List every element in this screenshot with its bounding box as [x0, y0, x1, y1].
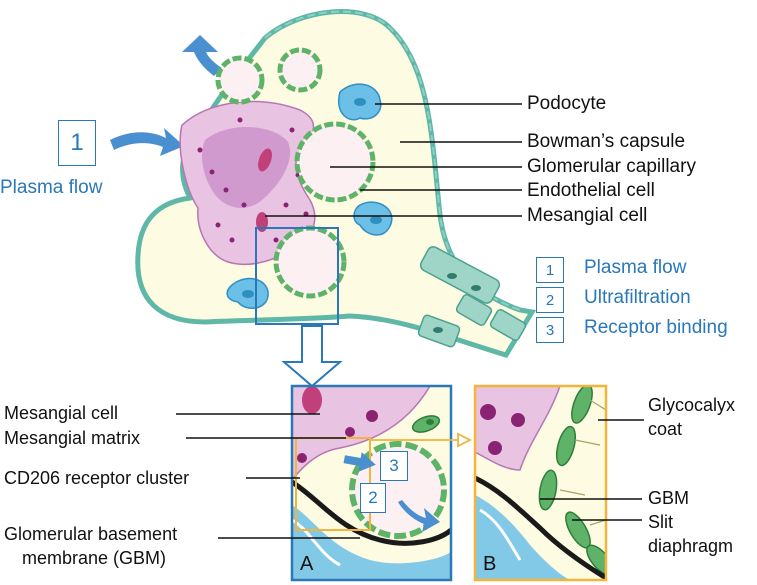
- plasma-flow-label: Plasma flow: [0, 177, 103, 198]
- panel-b-label-gbm: GBM: [648, 488, 690, 508]
- panel-a-frame: [290, 384, 453, 582]
- panel-b-illustration: [473, 384, 608, 582]
- efferent-arrow: [182, 35, 222, 76]
- receptor-arrow: [343, 452, 376, 472]
- label-bowmans-capsule: Bowman’s capsule: [527, 131, 686, 152]
- inset-connector-arrow: [370, 432, 473, 448]
- panel-a-label-gbm-line2: membrane (GBM): [22, 548, 167, 568]
- filtration-arrow: [398, 500, 440, 532]
- panel-a-number-3: 3: [380, 451, 408, 481]
- top-leader-lines: [265, 103, 522, 217]
- legend-label-plasma-flow: Plasma flow: [584, 257, 687, 278]
- panel-b-letter: B: [483, 553, 497, 575]
- panel-b-label-glycocalyx-line1: Glycocalyx: [648, 395, 736, 415]
- afferent-arrow: [110, 128, 184, 156]
- plasma-flow-number-box: 1: [58, 120, 96, 166]
- panel-a-letter: A: [300, 553, 314, 575]
- legend-label-receptor-binding: Receptor binding: [584, 317, 728, 338]
- panel-a-label-mesangial-matrix: Mesangial matrix: [4, 428, 141, 448]
- panel-a-label-mesangial-cell: Mesangial cell: [4, 403, 119, 423]
- panel-a-leader-lines: [176, 413, 360, 539]
- capillary-loops: [215, 47, 376, 299]
- panel-a-number-2: 2: [360, 483, 386, 513]
- panel-b-label-slit-line2: diaphragm: [648, 536, 734, 556]
- legend-number-1: 1: [536, 257, 564, 283]
- panel-b-leader-lines: [540, 419, 644, 521]
- label-podocyte: Podocyte: [527, 93, 607, 114]
- panel-a-label-cd206: CD206 receptor cluster: [4, 468, 190, 488]
- selection-box: [255, 227, 339, 325]
- panel-b-label-slit-line1: Slit: [648, 512, 674, 532]
- label-mesangial-cell: Mesangial cell: [527, 205, 648, 226]
- legend-label-ultrafiltration: Ultrafiltration: [584, 287, 691, 308]
- zoom-arrow: [281, 325, 343, 388]
- panel-a-label-gbm-line1: Glomerular basement: [4, 524, 178, 544]
- label-glomerular-capillary: Glomerular capillary: [527, 156, 696, 177]
- parietal-epithelium: [417, 246, 527, 348]
- legend-number-3: 3: [536, 317, 564, 343]
- glomerulus-overview: [110, 9, 537, 388]
- panel-b-label-glycocalyx-line2: coat: [648, 419, 683, 439]
- label-endothelial-cell: Endothelial cell: [527, 180, 655, 201]
- legend-number-2: 2: [536, 287, 564, 313]
- panel-b-frame: [473, 384, 608, 582]
